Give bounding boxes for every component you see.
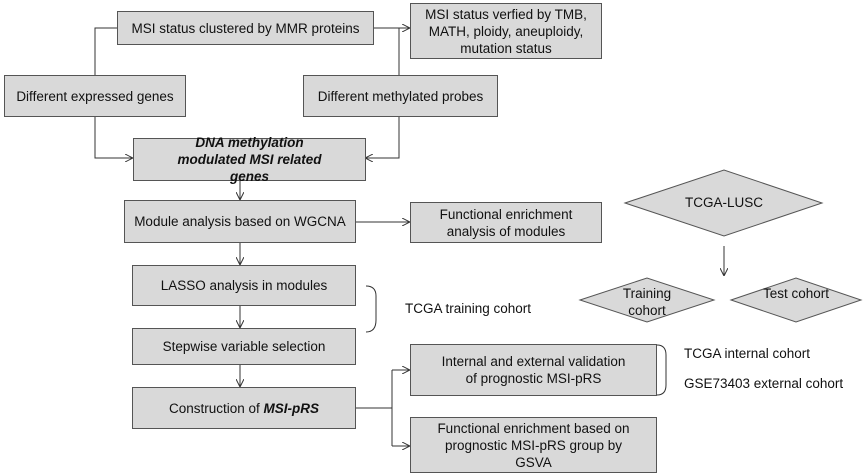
arrow-diff-probes-to-dna (366, 117, 400, 158)
arrow-diff-genes-to-dna (94, 117, 132, 158)
node-msi-verified: MSI status verfied by TMB, MATH, ploidy,… (410, 3, 602, 59)
node-dna-methylation: DNA methylation modulated MSI related ge… (133, 135, 366, 184)
bracket-validation (656, 344, 667, 396)
label-tcga-training: TCGA training cohort (405, 301, 532, 316)
node-validation: Internal and external validation of prog… (410, 344, 657, 396)
diamond-label-tcga-lusc: TCGA-LUSC (684, 195, 763, 210)
diamond-label-test: Test cohort (762, 286, 830, 301)
node-construction: Construction of MSI-pRS (132, 387, 356, 429)
construction-prefix: Construction of (168, 400, 264, 416)
node-stepwise: Stepwise variable selection (132, 328, 356, 365)
node-msi-mmr: MSI status clustered by MMR proteins (117, 11, 374, 45)
label-gse-external: GSE73403 external cohort (684, 376, 844, 391)
label-tcga-internal: TCGA internal cohort (684, 346, 811, 361)
line-mmr-to-diff-probes (374, 27, 400, 75)
node-gsva: Functional enrichment based on prognosti… (410, 417, 657, 473)
diamond-test (729, 277, 863, 323)
line-mmr-to-diff-genes (94, 27, 117, 75)
node-func-modules: Functional enrichment analysis of module… (410, 202, 602, 243)
node-wgcna: Module analysis based on WGCNA (124, 200, 356, 243)
node-lasso: LASSO analysis in modules (132, 265, 356, 306)
bracket-training (365, 285, 377, 333)
diamond-tcga-lusc (623, 169, 824, 237)
construction-msi-prs: MSI-pRS (263, 400, 320, 416)
node-diff-genes: Different expressed genes (4, 75, 186, 117)
node-diff-probes: Different methylated probes (303, 75, 498, 117)
diamond-label-training: Training cohort (622, 286, 672, 318)
diamond-training (578, 277, 716, 323)
